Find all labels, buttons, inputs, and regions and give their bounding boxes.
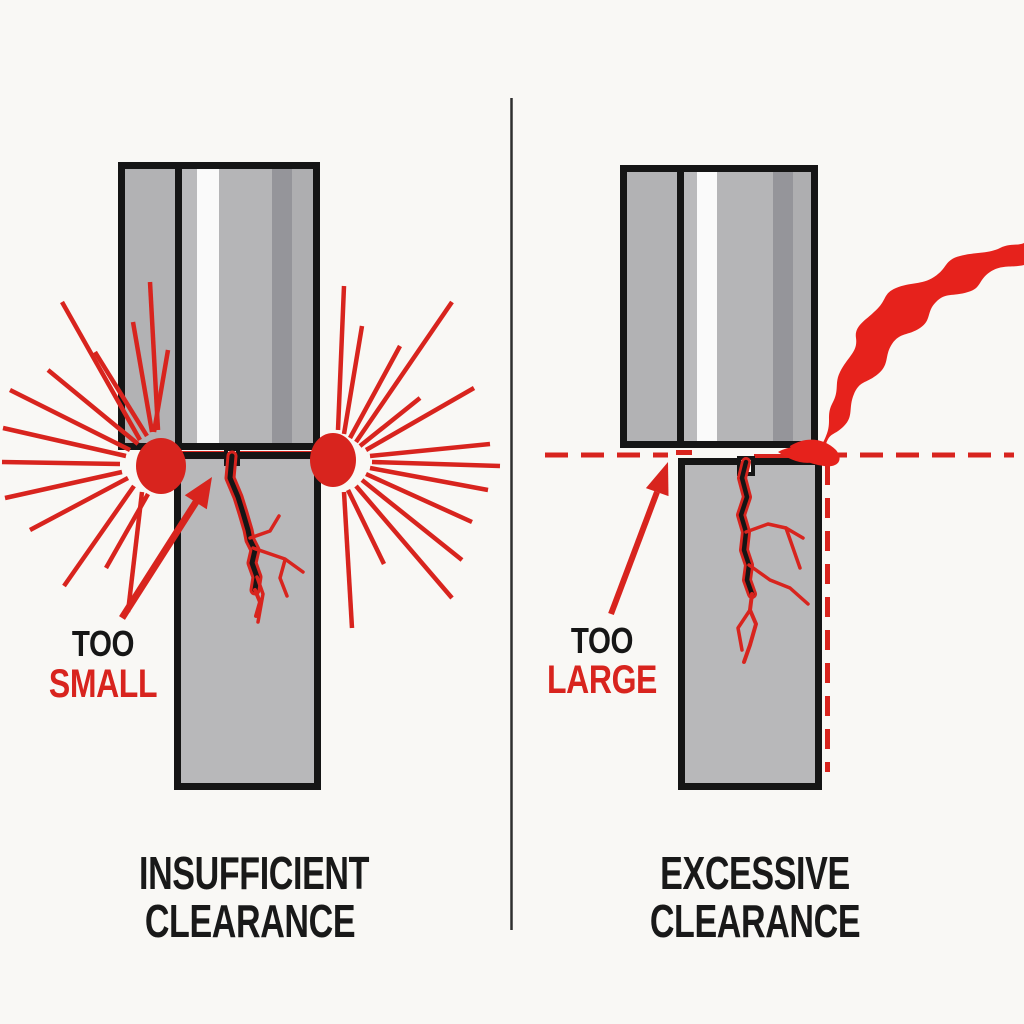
highlight-stripe bbox=[697, 172, 717, 441]
right-caption-line2: CLEARANCE bbox=[649, 895, 861, 947]
right-caption-line1: EXCESSIVE bbox=[660, 847, 850, 899]
clearance-reference-dashes bbox=[545, 452, 1014, 772]
right-lower-block bbox=[678, 456, 822, 790]
crack-icon bbox=[736, 457, 810, 664]
gap-pointer-arrow-icon bbox=[119, 477, 212, 620]
left-upper-block bbox=[118, 162, 320, 450]
left-callout-line2: SMALL bbox=[48, 662, 158, 706]
left-callout-line1: TOO bbox=[71, 623, 135, 664]
shadow-stripe bbox=[773, 172, 793, 441]
right-upper-block bbox=[620, 165, 818, 448]
stress-starburst-icon bbox=[1, 281, 186, 613]
stress-starburst-icon bbox=[310, 285, 501, 629]
left-caption-line2: CLEARANCE bbox=[144, 895, 356, 947]
left-diagram bbox=[1, 162, 501, 790]
right-callout-line2: LARGE bbox=[547, 658, 657, 702]
gap-pointer-arrow-icon bbox=[608, 462, 669, 616]
blowby-flame-icon bbox=[778, 243, 1024, 467]
crack-icon bbox=[224, 450, 305, 624]
right-diagram bbox=[545, 165, 1024, 790]
right-callout-line1: TOO bbox=[570, 620, 634, 661]
highlight-stripe bbox=[197, 169, 219, 443]
left-caption-line1: INSUFFICIENT bbox=[139, 847, 370, 899]
shadow-stripe bbox=[272, 169, 292, 443]
